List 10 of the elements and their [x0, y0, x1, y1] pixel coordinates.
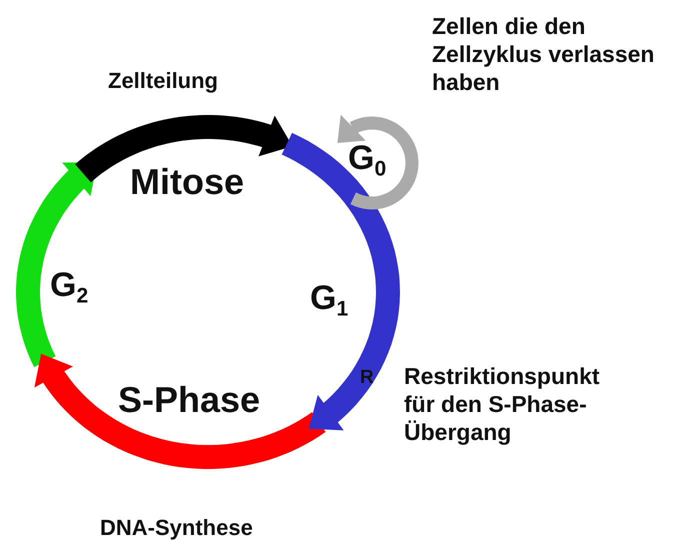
phase-label: G$_{1}$ [310, 278, 348, 322]
note-text: Restriktionspunkt für den S-Phase-Übergang [404, 362, 601, 446]
phase-label: S-Phase [118, 378, 260, 422]
cycle-label: Zellteilung [108, 68, 218, 95]
phase-label: Mitose [130, 160, 244, 204]
phase-label: G$_{0}$ [348, 138, 386, 182]
process-label: DNA-Synthese [100, 515, 253, 542]
note-text: Zellen die den Zellzyklus verlassen haben [432, 12, 656, 96]
phase-label: G$_{2}$ [50, 265, 88, 310]
checkpoint-label: R [360, 366, 374, 390]
